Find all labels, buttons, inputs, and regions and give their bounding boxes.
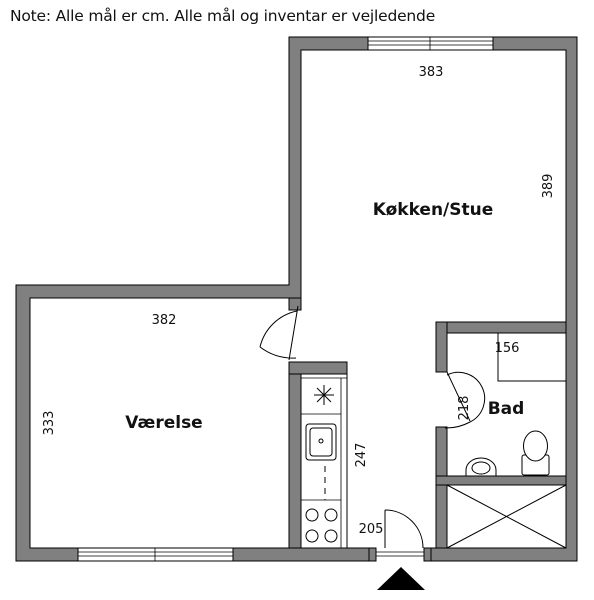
washbasin-icon: [465, 457, 497, 477]
dimension-bedroom-depth: 333: [42, 411, 57, 436]
room-label-kitchen-living: Køkken/Stue: [373, 200, 494, 220]
dimension-bath-depth: 218: [457, 396, 472, 421]
bathroom-door: [444, 371, 486, 429]
room-label-bathroom: Bad: [488, 399, 525, 419]
bedroom-door: [259, 305, 299, 361]
shower-icon: [446, 484, 567, 549]
sink-icon: [305, 423, 337, 461]
stove-icon: [305, 508, 338, 543]
toilet-icon: [521, 430, 550, 476]
bath-cabinet: [497, 332, 567, 382]
dimension-kitchen-width: 383: [419, 65, 444, 80]
window-bedroom: [77, 547, 234, 562]
room-label-bedroom: Værelse: [125, 413, 202, 433]
dimension-kitchen-depth: 389: [541, 174, 556, 199]
bedroom-partition-wall: [288, 297, 348, 549]
dimension-bath-width: 156: [495, 341, 520, 356]
window-kitchen: [367, 36, 494, 51]
dimension-bedroom-width: 382: [152, 313, 177, 328]
entrance-door: [368, 509, 432, 562]
dimension-kitchen-unit-length: 247: [354, 443, 369, 468]
plan-note: Note: Alle mål er cm. Alle mål og invent…: [10, 7, 436, 25]
dimension-entrance-width: 205: [359, 522, 384, 537]
entrance-arrow: [377, 567, 425, 590]
extractor-fan-icon: [314, 385, 334, 405]
